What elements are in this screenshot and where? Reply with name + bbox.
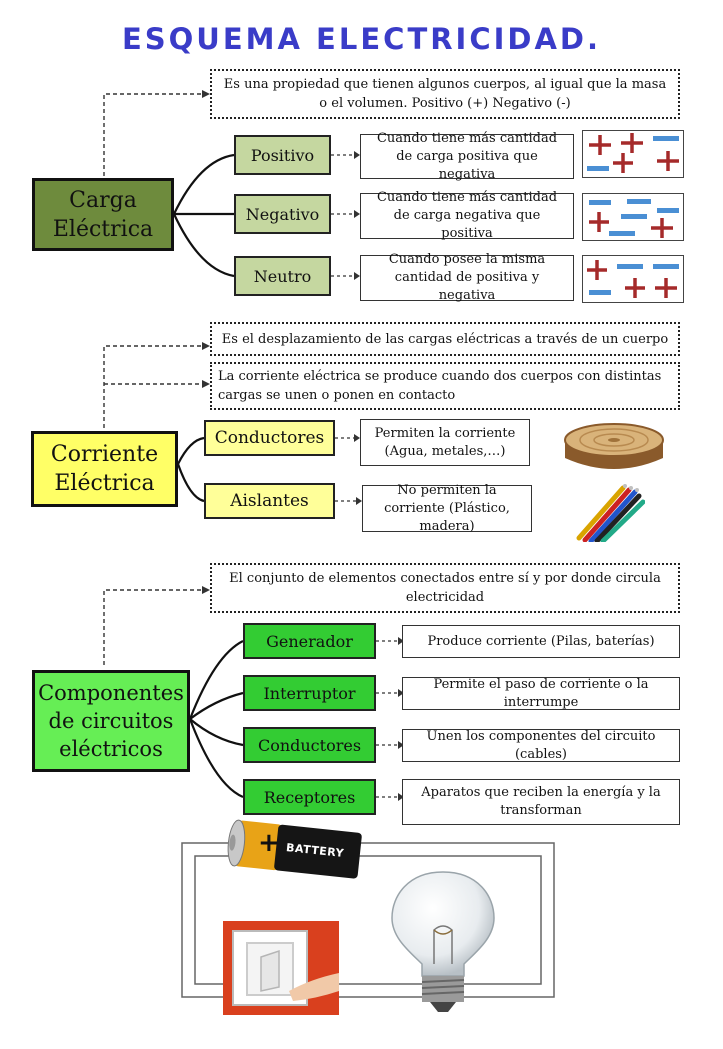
neutro-box: Neutro — [234, 256, 331, 296]
neutro-description: Cuando posee la misma cantidad de positi… — [360, 252, 574, 303]
aislantes-box: Aislantes — [204, 483, 335, 519]
corriente-definition-note: Es el desplazamiento de las cargas eléct… — [210, 322, 680, 356]
battery-plus-sign: + — [258, 828, 280, 858]
corriente-production-note: La corriente eléctrica se produce cuando… — [210, 362, 680, 410]
generador-box: Generador — [243, 623, 376, 659]
receptores-box: Receptores — [243, 779, 376, 815]
receptores-desc-text: Aparatos que reciben la energía y la tra… — [421, 785, 661, 818]
negativo-description: Cuando tiene más cantidad de carga negat… — [360, 190, 574, 241]
colored-cables-icon — [573, 480, 646, 544]
conductores-corriente-desc-text: Permiten la corriente (Agua, metales,…) — [374, 425, 516, 459]
corriente-note1-text: Es el desplazamiento de las cargas eléct… — [221, 331, 669, 347]
conductores-componente-box: Conductores — [243, 727, 376, 763]
carga-main-label: Carga Eléctrica — [52, 187, 154, 242]
conductores-componente-description: Unen los componentes del circuito (cable… — [402, 729, 680, 762]
receptores-label: Receptores — [263, 787, 356, 807]
carga-definition-note: Es una propiedad que tienen algunos cuer… — [210, 69, 680, 119]
generador-description: Produce corriente (Pilas, baterías) — [402, 625, 680, 658]
componentes-definition-note: El conjunto de elementos conectados entr… — [210, 563, 680, 613]
switch-icon — [223, 921, 339, 1015]
aislantes-description: No permiten la corriente (Plástico, made… — [362, 483, 532, 534]
minus-dominant-charges-icon — [582, 193, 684, 241]
interruptor-description: Permite el paso de corriente o la interr… — [402, 677, 680, 710]
interruptor-box: Interruptor — [243, 675, 376, 711]
positivo-description: Cuando tiene más cantidad de carga posit… — [360, 131, 574, 182]
carga-note-text: Es una propiedad que tienen algunos cuer… — [223, 77, 667, 111]
neutro-label: Neutro — [253, 266, 312, 286]
carga-electrica-box: Carga Eléctrica — [32, 178, 174, 251]
generador-desc-text: Produce corriente (Pilas, baterías) — [427, 633, 655, 649]
negativo-box: Negativo — [234, 194, 331, 234]
corriente-main-label: Corriente Eléctrica — [50, 442, 159, 496]
generador-label: Generador — [266, 631, 353, 651]
componentes-main-label: Componentes de circuitos eléctricos — [38, 681, 184, 761]
balanced-charges-icon — [582, 255, 684, 303]
page-title: ESQUEMA ELECTRICIDAD. — [121, 22, 602, 56]
neutro-desc-text: Cuando posee la misma cantidad de positi… — [388, 252, 546, 303]
positivo-box: Positivo — [234, 135, 331, 175]
corriente-electrica-box: Corriente Eléctrica — [31, 431, 178, 507]
battery-icon: + BATTERY — [222, 818, 364, 882]
conductores-componente-desc-text: Unen los componentes del circuito (cable… — [426, 728, 656, 762]
negativo-label: Negativo — [245, 204, 320, 224]
wood-log-icon — [561, 418, 667, 476]
componentes-circuito-box: Componentes de circuitos eléctricos — [32, 670, 190, 772]
interruptor-label: Interruptor — [263, 683, 356, 703]
conductores-corriente-label: Conductores — [214, 428, 325, 448]
plus-dominant-charges-icon — [582, 130, 684, 178]
corriente-note2-text: La corriente eléctrica se produce cuando… — [218, 369, 662, 403]
componentes-note-text: El conjunto de elementos conectados entr… — [229, 571, 661, 605]
conductores-corriente-box: Conductores — [204, 420, 335, 456]
light-bulb-icon — [388, 868, 498, 1014]
conductores-componente-label: Conductores — [257, 735, 362, 755]
receptores-description: Aparatos que reciben la energía y la tra… — [402, 779, 680, 825]
aislantes-desc-text: No permiten la corriente (Plástico, made… — [384, 482, 510, 534]
positivo-label: Positivo — [250, 145, 315, 165]
aislantes-label: Aislantes — [230, 491, 309, 511]
positivo-desc-text: Cuando tiene más cantidad de carga posit… — [376, 130, 558, 182]
conductores-corriente-description: Permiten la corriente (Agua, metales,…) — [360, 419, 530, 466]
interruptor-desc-text: Permite el paso de corriente o la interr… — [433, 676, 649, 710]
negativo-desc-text: Cuando tiene más cantidad de carga negat… — [376, 190, 558, 241]
